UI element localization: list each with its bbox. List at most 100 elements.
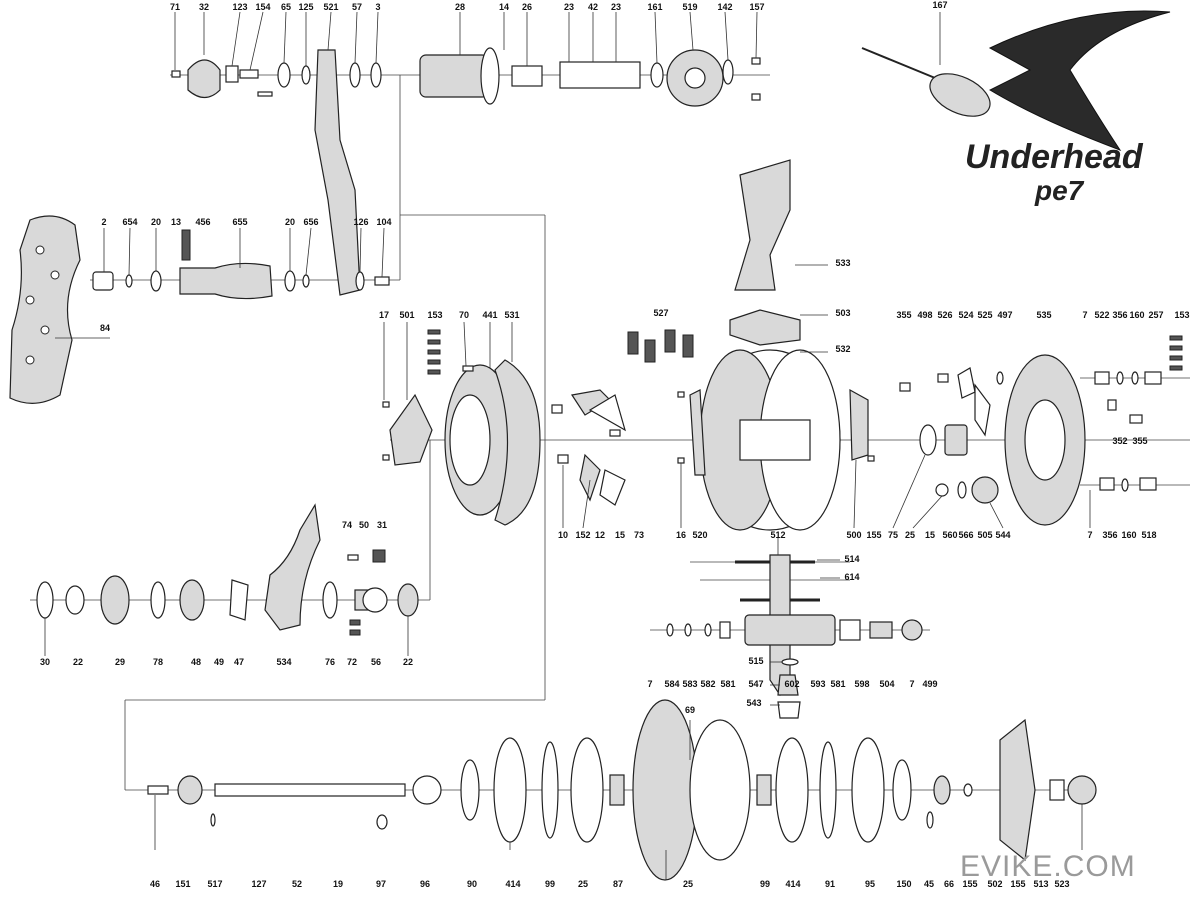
handle-assembly	[171, 47, 761, 296]
part-number-label: 22	[403, 657, 413, 667]
part-number-label: 602	[784, 679, 799, 689]
part-number-label: 32	[199, 2, 209, 12]
part-number-label: 515	[748, 656, 763, 666]
part-number-label: 104	[376, 217, 391, 227]
screwdriver-tool	[861, 47, 991, 117]
part-number-label: 16	[676, 530, 686, 540]
part-number-label: 356	[1112, 310, 1127, 320]
reel-frame-assembly	[627, 159, 875, 531]
part-number-label: 355	[1132, 436, 1147, 446]
part-number-label: 535	[1036, 310, 1051, 320]
part-number-label: 87	[613, 879, 623, 889]
part-number-label: 71	[170, 2, 180, 12]
part-number-label: 46	[150, 879, 160, 889]
part-number-label: 356	[1102, 530, 1117, 540]
part-number-label: 50	[359, 520, 369, 530]
part-number-label: 125	[298, 2, 313, 12]
handle-knob-assembly	[9, 215, 390, 404]
part-number-label: 73	[634, 530, 644, 540]
part-number-label: 69	[685, 705, 695, 715]
spool-drag-assembly	[147, 699, 1097, 881]
part-number-label: 23	[564, 2, 574, 12]
brand-name: Underhead	[965, 138, 1144, 176]
part-number-label: 28	[455, 2, 465, 12]
right-side-plate-assembly	[899, 335, 1183, 526]
part-number-label: 497	[997, 310, 1012, 320]
part-number-label: 523	[1054, 879, 1069, 889]
part-number-label: 522	[1094, 310, 1109, 320]
part-number-label: 153	[1174, 310, 1189, 320]
part-number-label: 527	[653, 308, 668, 318]
part-number-label: 42	[588, 2, 598, 12]
part-number-label: 17	[379, 310, 389, 320]
part-number-label: 584	[664, 679, 679, 689]
part-number-label: 45	[924, 879, 934, 889]
part-number-label: 155	[1010, 879, 1025, 889]
watermark-text: EVIKE.COM	[960, 850, 1136, 883]
part-number-label: 517	[207, 879, 222, 889]
part-number-label: 97	[376, 879, 386, 889]
part-number-label: 52	[292, 879, 302, 889]
part-number-label: 65	[281, 2, 291, 12]
part-number-label: 30	[40, 657, 50, 667]
part-number-label: 123	[232, 2, 247, 12]
part-number-label: 20	[285, 217, 295, 227]
part-number-label: 91	[825, 879, 835, 889]
part-number-label: 502	[987, 879, 1002, 889]
part-number-label: 152	[575, 530, 590, 540]
part-number-label: 655	[232, 217, 247, 227]
part-number-label: 23	[611, 2, 621, 12]
part-number-label: 76	[325, 657, 335, 667]
part-number-label: 66	[944, 879, 954, 889]
part-number-label: 7	[1087, 530, 1092, 540]
part-number-label: 441	[482, 310, 497, 320]
part-number-label: 49	[214, 657, 224, 667]
part-number-label: 654	[122, 217, 137, 227]
part-number-label: 160	[1121, 530, 1136, 540]
part-number-label: 583	[682, 679, 697, 689]
part-number-label: 20	[151, 217, 161, 227]
part-number-label: 15	[925, 530, 935, 540]
part-number-label: 15	[615, 530, 625, 540]
brand-logo: Underhead pe7	[965, 10, 1171, 206]
part-number-label: 25	[578, 879, 588, 889]
part-number-label: 534	[276, 657, 291, 667]
clutch-lever-parts	[551, 389, 626, 506]
part-number-label: 500	[846, 530, 861, 540]
part-number-label: 512	[770, 530, 785, 540]
part-number-label: 525	[977, 310, 992, 320]
part-number-label: 7	[909, 679, 914, 689]
part-number-label: 160	[1129, 310, 1144, 320]
part-number-label: 498	[917, 310, 932, 320]
part-number-label: 414	[785, 879, 800, 889]
brand-model: pe7	[1034, 175, 1085, 206]
part-number-label: 78	[153, 657, 163, 667]
part-number-label: 153	[427, 310, 442, 320]
part-number-label: 161	[647, 2, 662, 12]
leader-lines	[44, 11, 1091, 880]
part-number-label: 155	[866, 530, 881, 540]
part-number-label: 582	[700, 679, 715, 689]
part-number-label: 581	[720, 679, 735, 689]
part-number-label: 90	[467, 879, 477, 889]
part-number-label: 355	[896, 310, 911, 320]
part-number-label: 547	[748, 679, 763, 689]
part-number-label: 10	[558, 530, 568, 540]
part-number-label: 505	[977, 530, 992, 540]
part-number-label: 524	[958, 310, 973, 320]
part-number-label: 57	[352, 2, 362, 12]
part-number-label: 72	[347, 657, 357, 667]
part-number-label: 257	[1148, 310, 1163, 320]
part-number-label: 7	[1082, 310, 1087, 320]
part-number-label: 155	[962, 879, 977, 889]
part-number-label: 19	[333, 879, 343, 889]
part-number-label: 56	[371, 657, 381, 667]
part-number-label: 514	[844, 554, 859, 564]
part-number-label: 96	[420, 879, 430, 889]
part-number-label: 7	[647, 679, 652, 689]
part-number-label: 13	[171, 217, 181, 227]
part-number-label: 22	[73, 657, 83, 667]
part-number-label: 518	[1141, 530, 1156, 540]
